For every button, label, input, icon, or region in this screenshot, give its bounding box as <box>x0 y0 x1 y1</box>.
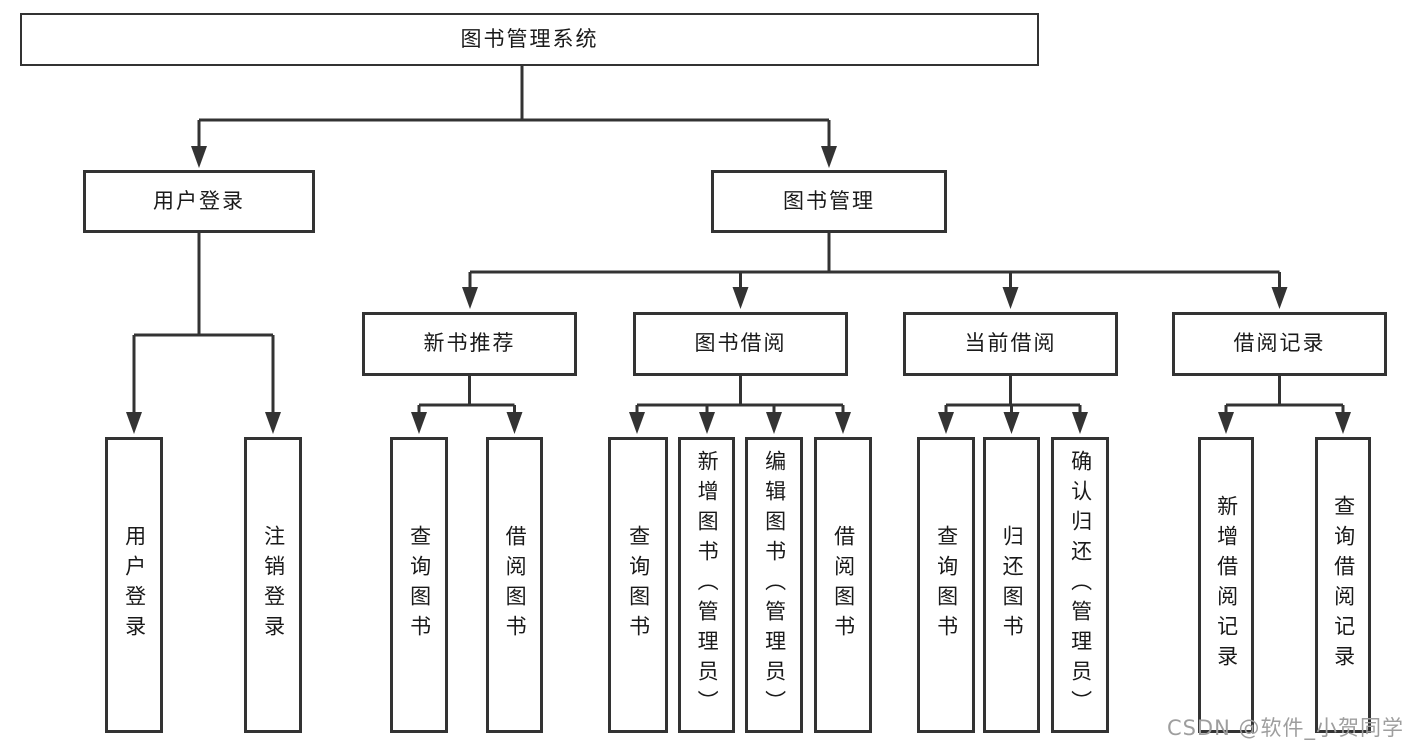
arrowhead-icon <box>126 412 142 434</box>
leaf-confirm-return-admin: 确认归还（管理员） <box>1051 437 1109 733</box>
leaf-query-borrow-record: 查询借阅记录 <box>1315 437 1371 733</box>
leaf-user-login: 用户登录 <box>105 437 163 733</box>
leaf-return-books: 归还图书 <box>983 437 1040 733</box>
leaf-query-books: 查询图书 <box>608 437 668 733</box>
arrowhead-icon <box>699 412 715 434</box>
connector-line <box>635 376 845 413</box>
watermark: CSDN @软件_小贺同学 <box>1166 716 1404 740</box>
node-current-borrowing: 当前借阅 <box>903 312 1118 376</box>
leaf-query-books: 查询图书 <box>390 437 448 733</box>
arrowhead-icon <box>1002 287 1019 309</box>
leaf-add-borrow-record: 新增借阅记录 <box>1198 437 1254 733</box>
node-library-management-system: 图书管理系统 <box>20 13 1039 66</box>
arrowhead-icon <box>506 412 523 434</box>
arrowhead-icon <box>1218 412 1234 434</box>
connector-line <box>197 66 831 147</box>
connector-book-borrowing-to-children <box>629 376 851 434</box>
leaf-logout: 注销登录 <box>244 437 302 733</box>
arrowhead-icon <box>766 412 782 434</box>
arrowhead-icon <box>462 287 478 309</box>
arrowhead-icon <box>732 287 749 309</box>
arrowhead-icon <box>629 412 645 434</box>
connector-book-management-to-children <box>462 233 1288 309</box>
node-new-book-recommend: 新书推荐 <box>362 312 577 376</box>
connector-line <box>1224 376 1345 413</box>
arrowhead-icon <box>1072 412 1088 434</box>
connector-root-to-level1 <box>191 66 837 168</box>
arrowhead-icon <box>265 412 281 434</box>
connector-user-login-to-children <box>126 233 281 434</box>
arrowhead-icon <box>1271 287 1288 309</box>
node-borrow-records: 借阅记录 <box>1172 312 1387 376</box>
leaf-query-books: 查询图书 <box>917 437 975 733</box>
leaf-edit-books-admin: 编辑图书（管理员） <box>745 437 803 733</box>
connector-line <box>132 233 275 413</box>
leaf-borrow-books: 借阅图书 <box>814 437 872 733</box>
arrowhead-icon <box>821 146 837 168</box>
connector-line <box>417 376 516 413</box>
arrowhead-icon <box>938 412 954 434</box>
node-book-management: 图书管理 <box>711 170 947 233</box>
arrowhead-icon <box>835 412 851 434</box>
connector-borrow-records-to-children <box>1218 376 1351 434</box>
arrowhead-icon <box>411 412 427 434</box>
node-user-login: 用户登录 <box>83 170 315 233</box>
arrowhead-icon <box>1003 412 1020 434</box>
connector-new-book-recommend-to-children <box>411 376 523 434</box>
connector-current-borrowing-to-children <box>938 376 1088 434</box>
leaf-borrow-books: 借阅图书 <box>486 437 543 733</box>
node-book-borrowing: 图书借阅 <box>633 312 848 376</box>
leaf-add-books-admin: 新增图书（管理员） <box>678 437 735 733</box>
connector-line <box>944 376 1082 413</box>
connector-line <box>468 233 1281 288</box>
arrowhead-icon <box>191 146 207 168</box>
arrowhead-icon <box>1335 412 1351 434</box>
